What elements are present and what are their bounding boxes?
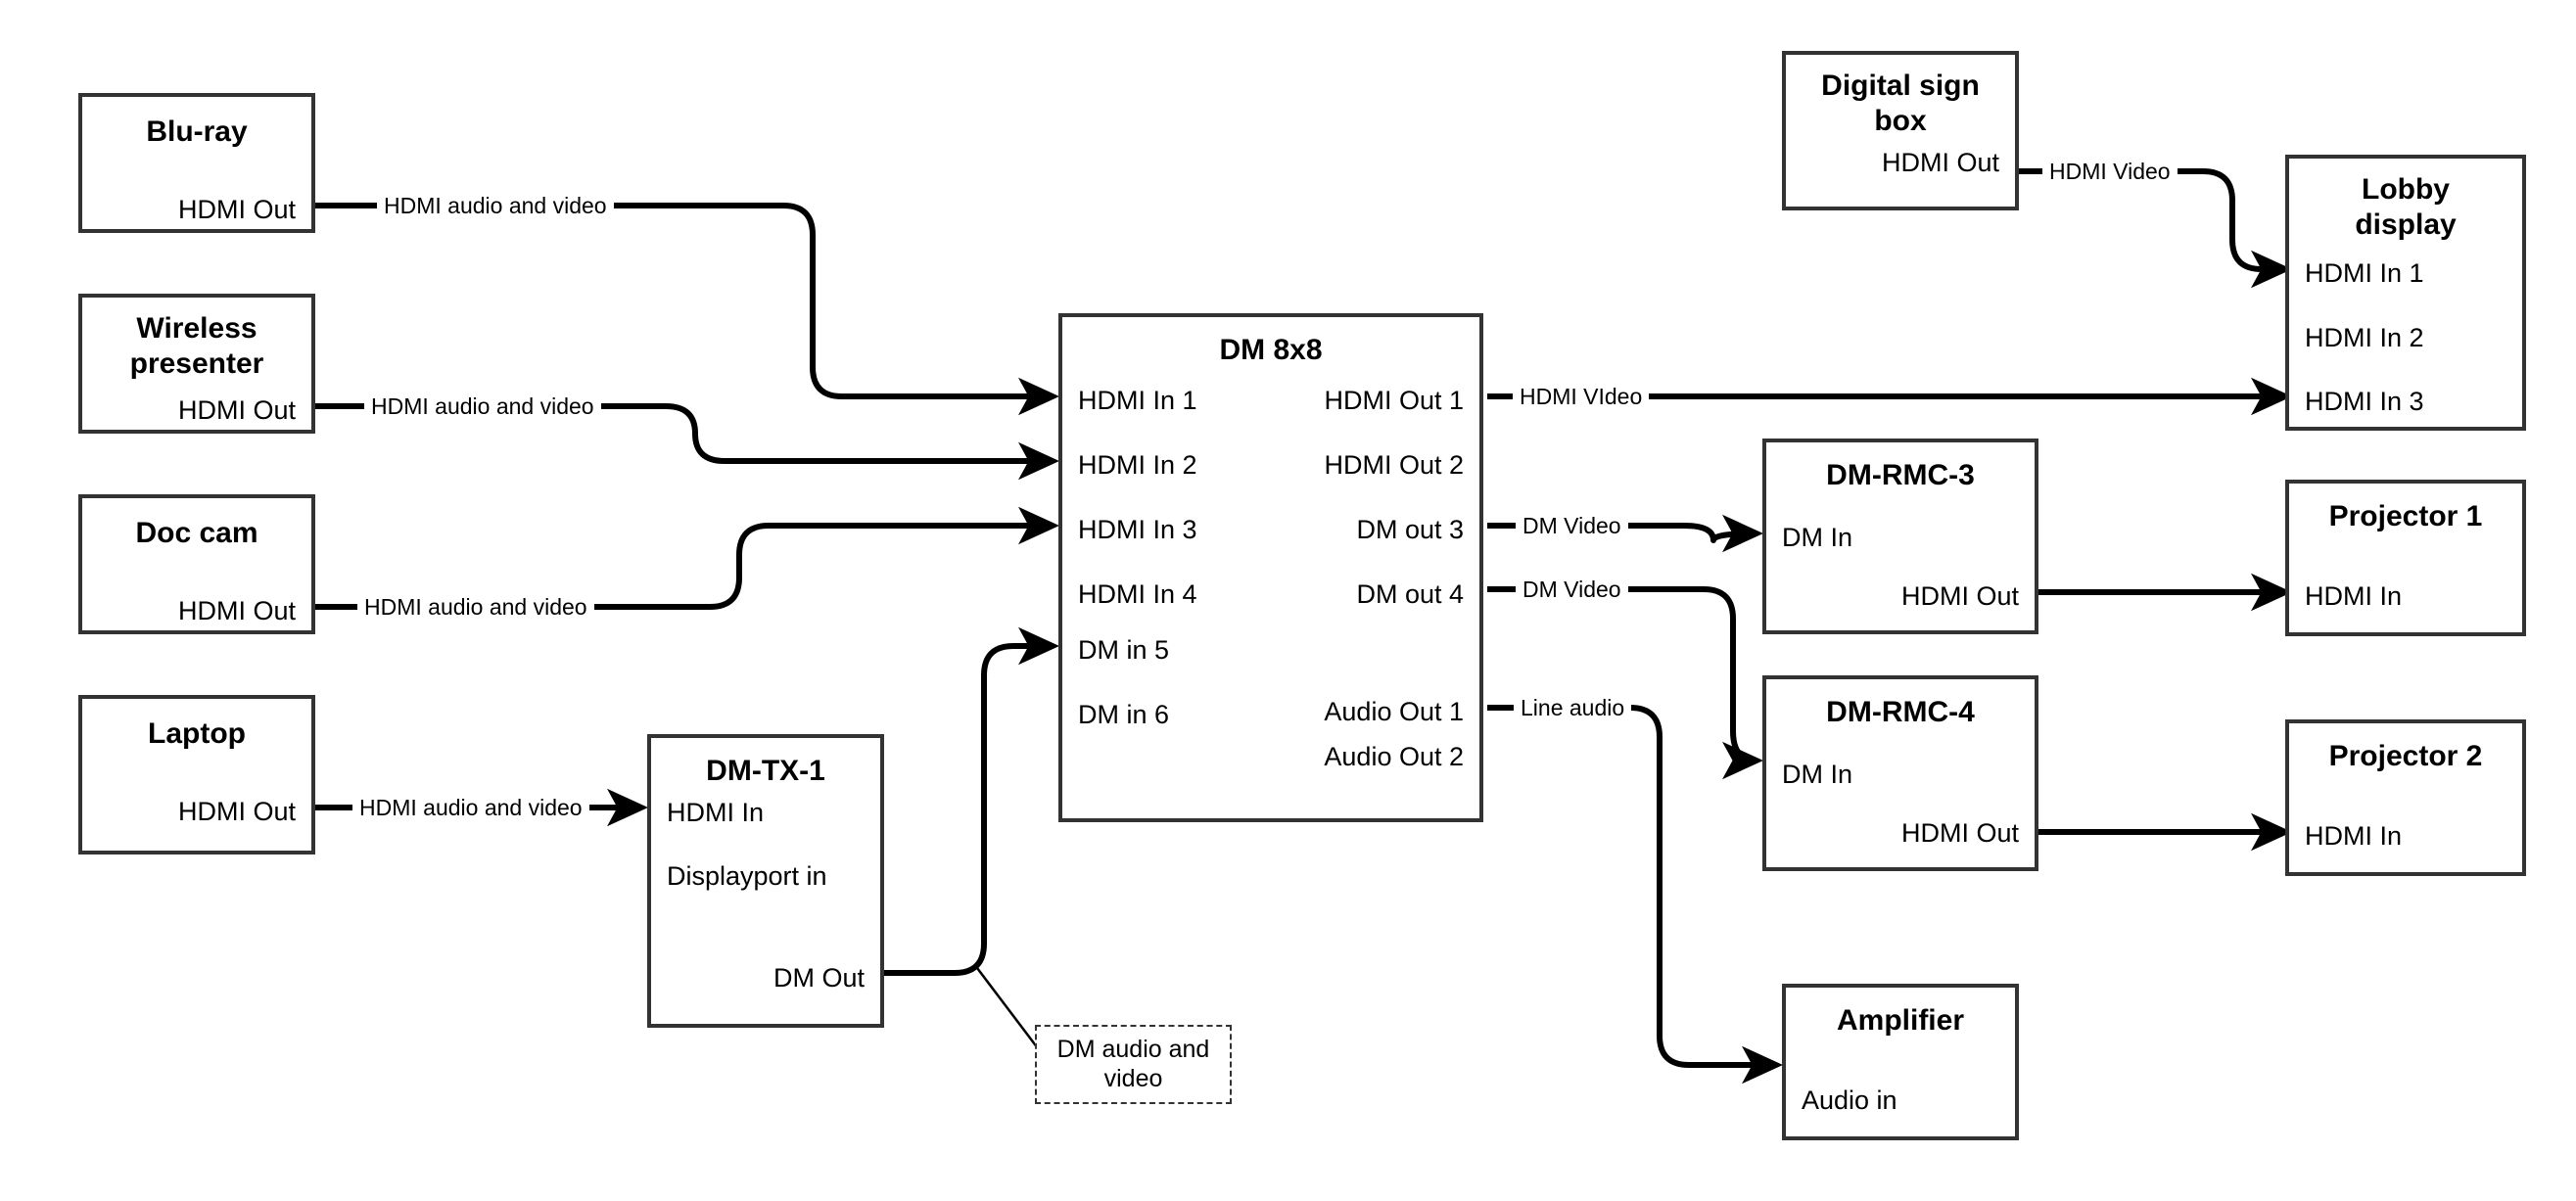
dm-rmc-4-port-dm-in[interactable]: DM In bbox=[1782, 760, 1853, 789]
node-digital-sign-box[interactable]: Digital sign box HDMI Out bbox=[1782, 51, 2019, 210]
node-lobby-display[interactable]: Lobby display HDMI In 1 HDMI In 2 HDMI I… bbox=[2285, 155, 2526, 431]
projector-2-title: Projector 2 bbox=[2328, 740, 2483, 772]
wire-sign-to-lobby-in1 bbox=[2019, 168, 2292, 289]
edge-label-line-audio: Line audio bbox=[1514, 695, 1632, 720]
node-projector-1[interactable]: Projector 1 HDMI In bbox=[2285, 480, 2526, 636]
dm-8x8-port-hdmi-in-2[interactable]: HDMI In 2 bbox=[1078, 450, 1197, 480]
dm-rmc-3-title: DM-RMC-3 bbox=[1826, 459, 1975, 491]
node-projector-2[interactable]: Projector 2 HDMI In bbox=[2285, 719, 2526, 876]
edge-label-sign-hdmi-video: HDMI Video bbox=[2042, 159, 2178, 184]
node-doc-cam[interactable]: Doc cam HDMI Out bbox=[78, 494, 315, 634]
lobby-display-title-line2: display bbox=[2355, 208, 2457, 241]
blu-ray-title: Blu-ray bbox=[146, 115, 248, 148]
digital-sign-box-title-line1: Digital sign bbox=[1821, 69, 1980, 102]
dm-8x8-port-dm-in-6[interactable]: DM in 6 bbox=[1078, 700, 1170, 729]
amplifier-port-audio-in[interactable]: Audio in bbox=[1802, 1086, 1897, 1115]
doc-cam-title: Doc cam bbox=[135, 517, 258, 549]
projector-1-title: Projector 1 bbox=[2328, 500, 2483, 532]
amplifier-title: Amplifier bbox=[1836, 1004, 1965, 1037]
wireless-presenter-port-hdmi-out[interactable]: HDMI Out bbox=[177, 395, 296, 425]
projector-2-port-hdmi-in[interactable]: HDMI In bbox=[2305, 821, 2403, 851]
wire-dm8x8-out3-to-rmc3 bbox=[1487, 514, 1763, 553]
dm-tx-1-port-hdmi-in[interactable]: HDMI In bbox=[667, 798, 765, 827]
edge-label-dm-video-3: DM Video bbox=[1516, 513, 1628, 538]
edge-label-hdmi-video-out1: HDMI VIdeo bbox=[1513, 384, 1650, 409]
dm-rmc-3-port-dm-in[interactable]: DM In bbox=[1782, 523, 1853, 552]
dm-tx-1-port-dm-out[interactable]: DM Out bbox=[773, 963, 865, 993]
node-blu-ray[interactable]: Blu-ray HDMI Out bbox=[78, 93, 315, 233]
projector-1-port-hdmi-in[interactable]: HDMI In bbox=[2305, 581, 2403, 611]
dm-8x8-port-audio-out-1[interactable]: Audio Out 1 bbox=[1324, 697, 1464, 726]
lobby-display-title-line1: Lobby bbox=[2362, 173, 2450, 206]
wireless-presenter-title-line1: Wireless bbox=[136, 312, 258, 345]
wire-doccam-to-dm8x8-in3 bbox=[315, 506, 1059, 610]
node-dm-tx-1[interactable]: DM-TX-1 HDMI In Displayport in DM Out bbox=[647, 734, 884, 1028]
edge-label-dm-video-4: DM Video bbox=[1516, 577, 1628, 602]
wire-dmtx-to-dm8x8-in5 bbox=[884, 626, 1059, 976]
dm-tx-1-port-displayport-in[interactable]: Displayport in bbox=[667, 861, 827, 891]
doc-cam-port-hdmi-out[interactable]: HDMI Out bbox=[177, 596, 296, 625]
dm-tx-1-title: DM-TX-1 bbox=[706, 755, 825, 787]
dm-8x8-port-hdmi-out-2[interactable]: HDMI Out 2 bbox=[1324, 450, 1464, 480]
callout-line-1: DM audio and bbox=[1056, 1036, 1210, 1063]
callout-line-2: video bbox=[1103, 1065, 1163, 1092]
dm-8x8-port-dm-out-3[interactable]: DM out 3 bbox=[1356, 515, 1464, 544]
wire-wireless-to-dm8x8-in2 bbox=[315, 403, 1059, 481]
node-laptop[interactable]: Laptop HDMI Out bbox=[78, 695, 315, 855]
node-dm-8x8[interactable]: DM 8x8 HDMI In 1 HDMI In 2 HDMI In 3 HDM… bbox=[1058, 313, 1483, 822]
lobby-display-port-hdmi-in-1[interactable]: HDMI In 1 bbox=[2305, 258, 2424, 288]
digital-sign-box-title-line2: box bbox=[1874, 105, 1927, 137]
lobby-display-port-hdmi-in-2[interactable]: HDMI In 2 bbox=[2305, 323, 2424, 352]
dm-8x8-port-audio-out-2[interactable]: Audio Out 2 bbox=[1324, 742, 1464, 771]
laptop-title: Laptop bbox=[148, 717, 246, 750]
dm-rmc-3-port-hdmi-out[interactable]: HDMI Out bbox=[1900, 581, 2019, 611]
wire-dm8x8-audioout1-to-amplifier bbox=[1487, 705, 1783, 1085]
digital-sign-box-port-hdmi-out[interactable]: HDMI Out bbox=[1881, 148, 1999, 177]
leader-line-dm-callout bbox=[973, 963, 1042, 1053]
dm-rmc-4-port-hdmi-out[interactable]: HDMI Out bbox=[1900, 818, 2019, 848]
dm-rmc-4-title: DM-RMC-4 bbox=[1826, 696, 1975, 728]
wire-dm8x8-out4-to-rmc4 bbox=[1487, 586, 1763, 780]
dm-8x8-port-dm-out-4[interactable]: DM out 4 bbox=[1356, 579, 1464, 609]
edge-label-doccam: HDMI audio and video bbox=[357, 594, 594, 620]
dm-8x8-port-hdmi-in-3[interactable]: HDMI In 3 bbox=[1078, 515, 1197, 544]
node-wireless-presenter[interactable]: Wireless presenter HDMI Out bbox=[78, 294, 315, 434]
dm-8x8-port-hdmi-in-1[interactable]: HDMI In 1 bbox=[1078, 386, 1197, 415]
edge-label-laptop: HDMI audio and video bbox=[352, 795, 589, 820]
callout-dm-audio-and-video: DM audio and video bbox=[1035, 1025, 1232, 1104]
edge-label-bluray: HDMI audio and video bbox=[377, 193, 614, 218]
wire-bluray-to-dm8x8-in1 bbox=[315, 203, 1059, 416]
laptop-port-hdmi-out[interactable]: HDMI Out bbox=[177, 797, 296, 826]
edge-label-wireless: HDMI audio and video bbox=[364, 393, 601, 419]
node-dm-rmc-3[interactable]: DM-RMC-3 DM In HDMI Out bbox=[1762, 439, 2038, 634]
node-amplifier[interactable]: Amplifier Audio in bbox=[1782, 984, 2019, 1140]
dm-8x8-port-dm-in-5[interactable]: DM in 5 bbox=[1078, 635, 1170, 665]
wireless-presenter-title-line2: presenter bbox=[129, 347, 264, 380]
lobby-display-port-hdmi-in-3[interactable]: HDMI In 3 bbox=[2305, 387, 2424, 416]
blu-ray-port-hdmi-out[interactable]: HDMI Out bbox=[177, 195, 296, 224]
dm-8x8-port-hdmi-out-1[interactable]: HDMI Out 1 bbox=[1324, 386, 1464, 415]
dm-8x8-title: DM 8x8 bbox=[1219, 334, 1323, 366]
node-dm-rmc-4[interactable]: DM-RMC-4 DM In HDMI Out bbox=[1762, 675, 2038, 871]
dm-8x8-port-hdmi-in-4[interactable]: HDMI In 4 bbox=[1078, 579, 1197, 609]
